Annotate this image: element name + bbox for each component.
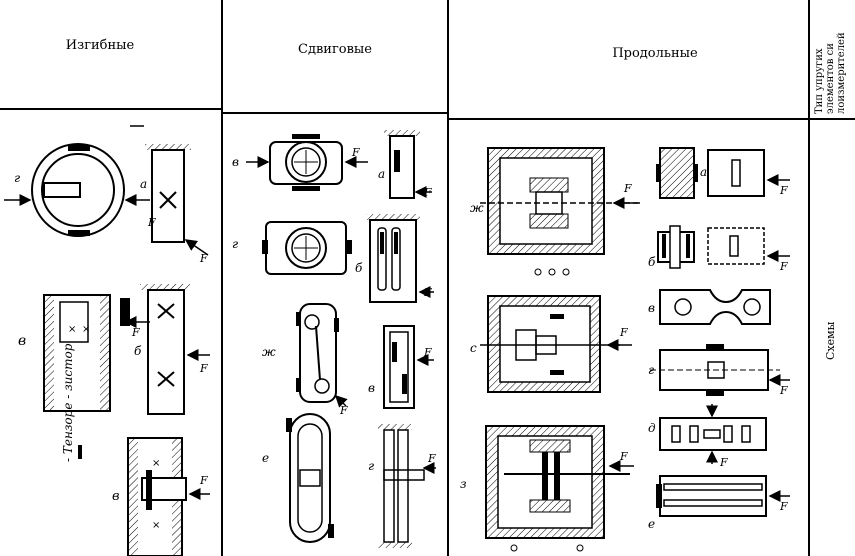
label-shear-g2: г	[368, 459, 374, 473]
label-shear-v: в	[232, 155, 239, 169]
label-shear-e: е	[262, 451, 269, 465]
force-label: F	[199, 362, 208, 375]
shear-ring-v	[246, 134, 368, 191]
label-long-v: в	[648, 301, 655, 315]
label-shear-a: а	[378, 167, 385, 181]
label-long-z: з	[460, 477, 467, 491]
force-label: F	[779, 500, 788, 513]
shear-frame-v2	[383, 325, 434, 409]
header-divider-right	[447, 118, 855, 120]
force-label: F	[619, 450, 628, 463]
column-divider-1	[221, 0, 223, 556]
force-label: F	[779, 384, 788, 397]
strain-gauge-label: - Тензоре - зистор	[61, 343, 75, 462]
force-label: F	[147, 216, 156, 229]
force-label: F	[199, 252, 208, 265]
force-label: F	[423, 186, 432, 199]
long-housing-s	[480, 295, 632, 393]
svg-text:×: ×	[152, 458, 160, 469]
label-bend-v: в	[18, 333, 26, 349]
svg-text:×: ×	[152, 520, 160, 531]
force-label: F	[619, 326, 628, 339]
long-cylinder-e	[656, 475, 790, 517]
svg-text:×: ×	[82, 324, 90, 335]
header-divider-left	[0, 108, 221, 110]
column-divider-2	[447, 0, 449, 556]
shear-bracket-a	[384, 130, 432, 199]
shear-comb-b	[366, 214, 434, 303]
bending-ring-scheme	[4, 143, 150, 237]
long-block-a	[656, 147, 790, 199]
label-long-e: е	[648, 517, 655, 531]
long-bar-d	[659, 404, 767, 464]
header-divider-mid	[221, 112, 447, 114]
force-labels: F F F F F F F F F F F F F F F F F F F	[131, 146, 788, 513]
label-long-g: г	[648, 363, 654, 377]
long-barbell-v	[659, 289, 771, 325]
label-long-s: с	[470, 341, 477, 355]
long-column-b	[657, 225, 790, 269]
shear-plate-g	[262, 221, 352, 275]
force-label: F	[423, 286, 432, 299]
header-shear: Сдвиговые	[298, 42, 372, 57]
force-label: F	[779, 184, 788, 197]
bending-cantilever-a	[130, 125, 209, 256]
force-label: F	[199, 474, 208, 487]
label-long-d: д	[648, 421, 656, 435]
shear-link-zh	[296, 303, 348, 408]
force-label: F	[423, 346, 432, 359]
long-cup-g	[650, 344, 790, 396]
label-bend-a: а	[140, 177, 147, 191]
force-label: F	[351, 146, 360, 159]
shear-capsule-e	[286, 413, 334, 543]
force-label: F	[427, 452, 436, 465]
force-label: F	[339, 404, 348, 417]
strain-gauge-legend	[78, 445, 82, 459]
header-bending: Изгибные	[65, 38, 135, 53]
label-shear-g: г	[232, 237, 238, 251]
label-bend-b: б	[134, 344, 142, 358]
label-shear-zh: ж	[262, 345, 276, 359]
long-housing-zh	[480, 147, 640, 276]
force-label: F	[719, 456, 728, 469]
bending-beam-b	[140, 284, 210, 415]
label-long-a: а	[700, 165, 707, 179]
shear-pin-g2	[378, 424, 436, 548]
label-long-b: б	[648, 255, 656, 269]
force-label: F	[623, 182, 632, 195]
bending-tube-v: × ×	[43, 294, 150, 412]
header-longitudinal: Продольные	[612, 46, 698, 61]
bending-sleeve-g: × ×	[127, 437, 210, 556]
label-long-zh: ж	[470, 201, 484, 215]
force-label: F	[779, 260, 788, 273]
force-label: F	[131, 326, 140, 339]
label-bend-g2: в	[112, 489, 120, 504]
label-bend-g: г	[14, 171, 20, 185]
column-divider-3	[808, 0, 810, 556]
svg-text:×: ×	[68, 324, 76, 335]
label-shear-v2: в	[368, 381, 375, 395]
long-housing-z	[485, 425, 634, 552]
label-shear-b: б	[355, 261, 363, 275]
